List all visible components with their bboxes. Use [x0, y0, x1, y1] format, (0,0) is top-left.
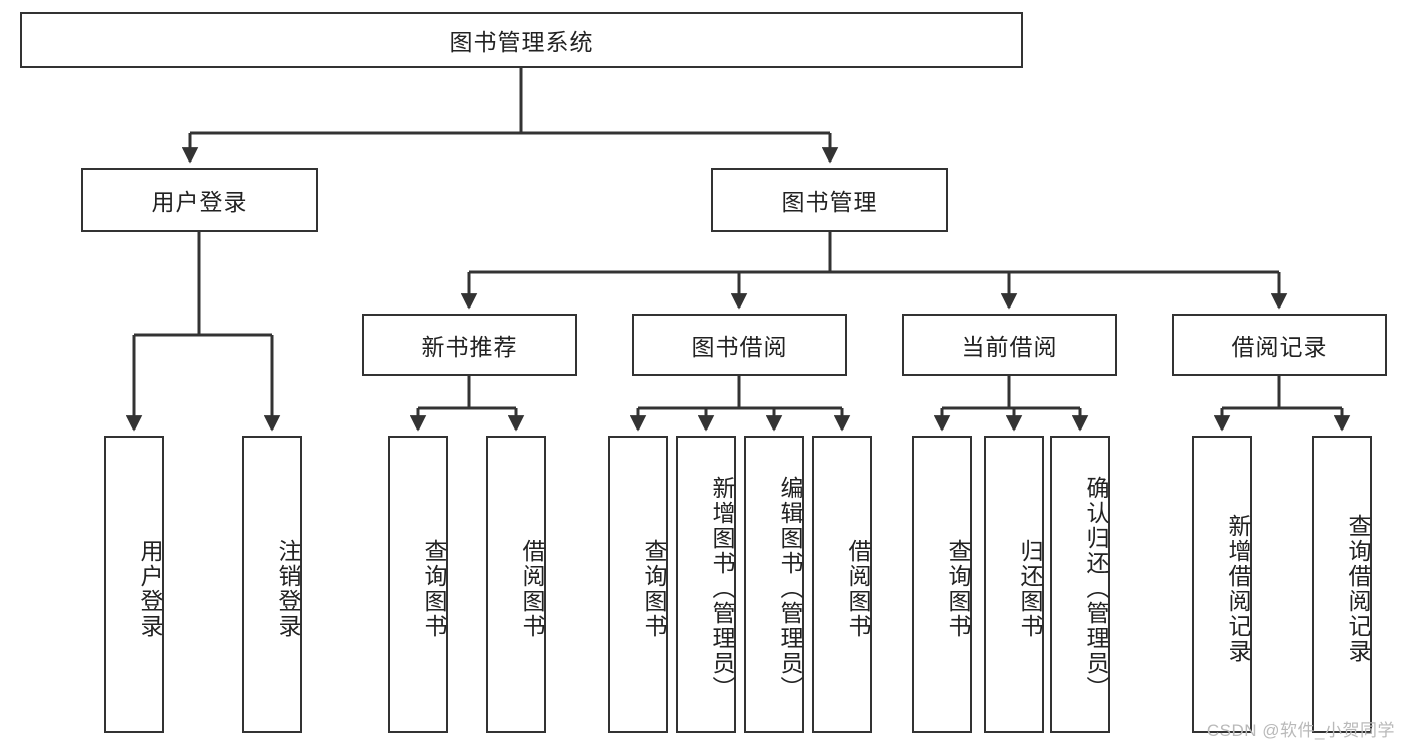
leaf-records-query-record[interactable]: 查询借阅记录: [1312, 436, 1372, 733]
leaf-newbook-borrow-book-label: 借阅图书: [519, 538, 545, 639]
node-borrow-records[interactable]: 借阅记录: [1172, 314, 1387, 376]
leaf-current-confirm-return-admin-label: 确认归还（管理员）: [1083, 476, 1109, 701]
leaf-borrow-edit-book-admin-label: 编辑图书（管理员）: [777, 476, 803, 701]
node-new-book-recommend-label: 新书推荐: [421, 334, 518, 360]
leaf-records-add-record-label: 新增借阅记录: [1225, 513, 1251, 664]
node-current-borrow[interactable]: 当前借阅: [902, 314, 1117, 376]
leaf-borrow-edit-book-admin[interactable]: 编辑图书（管理员）: [744, 436, 804, 733]
leaf-borrow-query-book-label: 查询图书: [641, 538, 667, 639]
node-root[interactable]: 图书管理系统: [20, 12, 1023, 68]
node-user-login[interactable]: 用户登录: [81, 168, 318, 232]
leaf-records-query-record-label: 查询借阅记录: [1345, 513, 1371, 664]
leaf-borrow-query-book[interactable]: 查询图书: [608, 436, 668, 733]
node-book-borrow-label: 图书借阅: [691, 334, 788, 360]
leaf-records-add-record[interactable]: 新增借阅记录: [1192, 436, 1252, 733]
watermark: CSDN @软件_小贺同学: [1206, 721, 1395, 740]
node-book-management[interactable]: 图书管理: [711, 168, 948, 232]
leaf-current-return-book[interactable]: 归还图书: [984, 436, 1044, 733]
leaf-user-login-label: 用户登录: [137, 538, 163, 639]
leaf-current-confirm-return-admin[interactable]: 确认归还（管理员）: [1050, 436, 1110, 733]
node-new-book-recommend[interactable]: 新书推荐: [362, 314, 577, 376]
node-user-login-label: 用户登录: [151, 189, 248, 215]
node-borrow-records-label: 借阅记录: [1231, 334, 1328, 360]
leaf-newbook-borrow-book[interactable]: 借阅图书: [486, 436, 546, 733]
leaf-current-query-book[interactable]: 查询图书: [912, 436, 972, 733]
node-book-management-label: 图书管理: [781, 189, 878, 215]
leaf-borrow-lend-book[interactable]: 借阅图书: [812, 436, 872, 733]
node-book-borrow[interactable]: 图书借阅: [632, 314, 847, 376]
leaf-current-query-book-label: 查询图书: [945, 538, 971, 639]
node-current-borrow-label: 当前借阅: [961, 334, 1058, 360]
leaf-current-return-book-label: 归还图书: [1017, 538, 1043, 639]
leaf-borrow-add-book-admin[interactable]: 新增图书（管理员）: [676, 436, 736, 733]
leaf-logout[interactable]: 注销登录: [242, 436, 302, 733]
node-root-label: 图书管理系统: [449, 29, 594, 55]
leaf-user-login[interactable]: 用户登录: [104, 436, 164, 733]
leaf-borrow-add-book-admin-label: 新增图书（管理员）: [709, 476, 735, 701]
leaf-newbook-query-book[interactable]: 查询图书: [388, 436, 448, 733]
leaf-logout-label: 注销登录: [275, 538, 301, 639]
leaf-borrow-lend-book-label: 借阅图书: [845, 538, 871, 639]
leaf-newbook-query-book-label: 查询图书: [421, 538, 447, 639]
